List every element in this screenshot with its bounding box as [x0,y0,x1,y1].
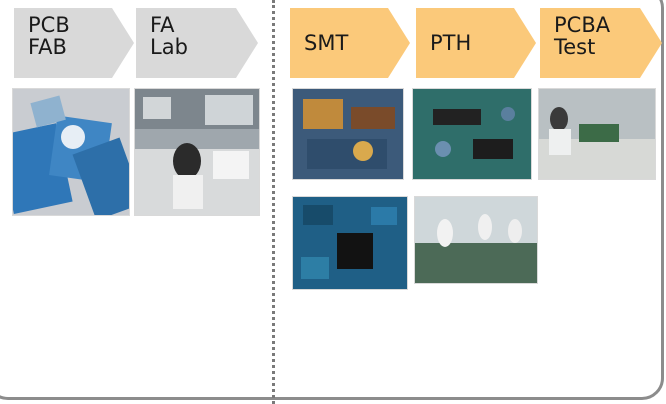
step-smt-label: SMT [304,31,349,55]
step-pcb-fab: PCB FAB [14,8,134,78]
step-fa-lab-label: FA Lab [150,13,188,59]
step-fa-lab: FA Lab [136,8,258,78]
pcba-test-photo [538,88,656,180]
step-pcb-fab-label: PCB FAB [28,13,70,59]
step-pth-label: PTH [430,31,472,55]
chip-board-photo [292,196,408,290]
pth-board-photo [412,88,532,180]
smt-board-photo [292,88,404,180]
fa-lab-photo [134,88,260,216]
step-pcba-test-label: PCBA Test [554,13,611,59]
pcb-boards-photo [12,88,130,216]
assembly-line-photo [414,196,538,284]
step-smt: SMT [290,8,410,78]
step-pth: PTH [416,8,536,78]
step-pcba-test: PCBA Test [540,8,662,78]
section-divider [272,0,275,404]
